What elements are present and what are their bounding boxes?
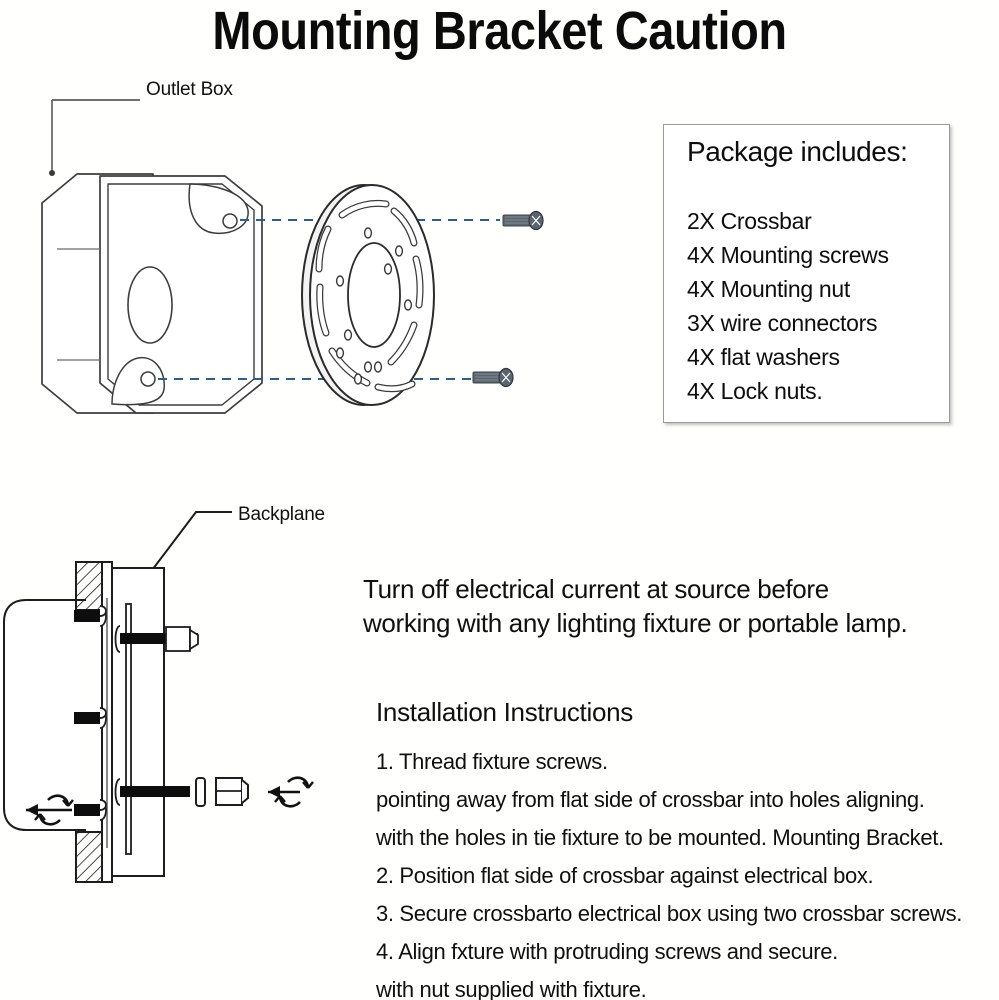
bottom-section-diagram xyxy=(3,511,314,883)
screw-lower xyxy=(74,778,190,821)
package-includes-title: Package includes: xyxy=(687,136,908,167)
package-includes-list: 2X Crossbar 4X Mounting screws 4X Mounti… xyxy=(687,204,943,408)
list-item: 4X Mounting nut xyxy=(687,276,851,302)
warning-line-1: Turn off electrical current at source be… xyxy=(363,574,829,604)
mounting-screw-upper xyxy=(502,210,544,231)
page-title: Mounting Bracket Caution xyxy=(212,1,787,61)
backplane-plate xyxy=(101,561,113,883)
instruction-step: with the holes in tie fixture to be moun… xyxy=(376,825,944,850)
instruction-step: 1. Thread fixture screws. xyxy=(376,749,608,774)
installation-instructions-list: 1. Thread fixture screws. pointing away … xyxy=(376,743,998,1000)
plate-holes xyxy=(335,227,413,385)
list-item: 2X Crossbar xyxy=(687,208,812,234)
flat-washer xyxy=(195,777,206,807)
outlet-box-leader xyxy=(51,99,140,172)
mounting-screw-lower xyxy=(472,367,514,388)
list-item: 4X flat washers xyxy=(687,344,840,370)
fixture-body xyxy=(3,599,86,831)
instruction-step: 3. Secure crossbarto electrical box usin… xyxy=(376,901,962,926)
instruction-step: 2. Position flat side of crossbar agains… xyxy=(376,863,874,888)
backplane-label: Backplane xyxy=(238,504,325,525)
wall-section-lower xyxy=(75,831,103,883)
list-item: 3X wire connectors xyxy=(687,310,878,336)
crossbar xyxy=(125,603,132,855)
instruction-step: pointing away from flat side of crossbar… xyxy=(376,787,925,812)
fixture-housing xyxy=(111,567,165,877)
outlet-box-ear-lower xyxy=(111,357,165,406)
plate-center-bore xyxy=(347,242,401,348)
screw-upper xyxy=(74,605,199,653)
list-item: 4X Lock nuts. xyxy=(687,378,823,404)
warning-line-2: working with any lighting fixture or por… xyxy=(363,608,908,638)
instruction-step: with nut supplied with fixture. xyxy=(376,977,647,1000)
outlet-box-knockout xyxy=(127,266,173,344)
outlet-box-ear-upper xyxy=(188,183,249,234)
installation-instructions-heading: Installation Instructions xyxy=(376,697,633,727)
safety-warning-text: Turn off electrical current at source be… xyxy=(363,572,997,640)
alignment-guides xyxy=(158,219,500,380)
rotation-arrow-left xyxy=(26,794,74,826)
outlet-box-leader-dot xyxy=(49,170,55,176)
round-mounting-plate xyxy=(301,184,435,406)
outlet-box xyxy=(41,173,263,414)
package-includes-panel: Package includes: 2X Crossbar 4X Mountin… xyxy=(663,124,950,423)
wall-section-upper xyxy=(75,561,103,611)
screw-middle xyxy=(74,707,107,729)
hex-nut xyxy=(215,777,249,806)
outlet-box-label: Outlet Box xyxy=(146,79,233,100)
instruction-step: 4. Align fxture with protruding screws a… xyxy=(376,939,838,964)
rotation-arrow-right xyxy=(268,776,314,808)
backplane-leader xyxy=(136,511,232,591)
list-item: 4X Mounting screws xyxy=(687,242,889,268)
